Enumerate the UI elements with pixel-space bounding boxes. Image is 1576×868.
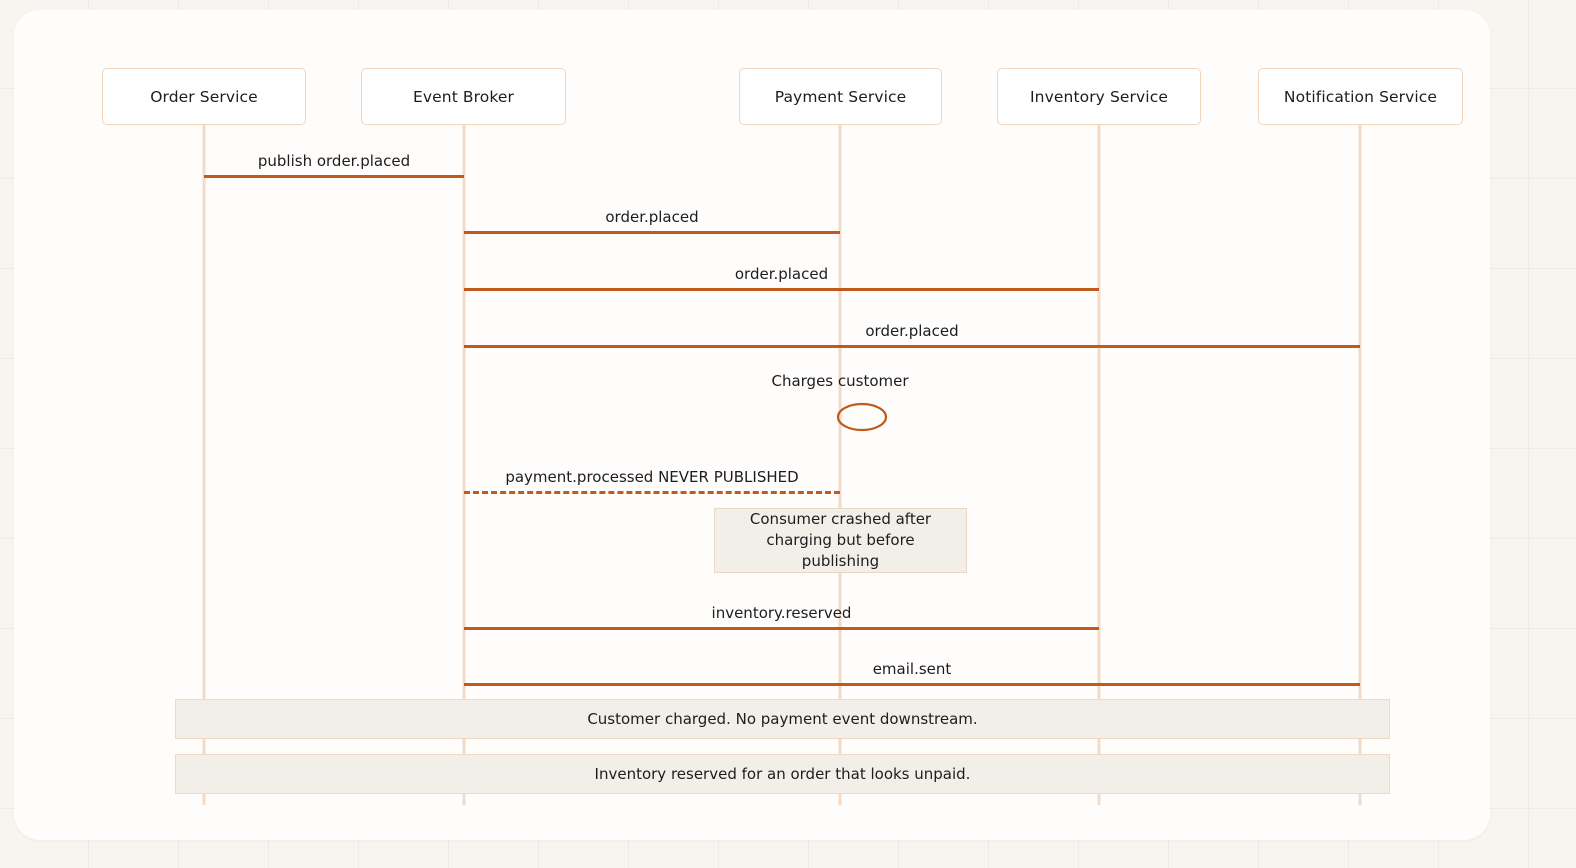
- message-label: order.placed: [865, 322, 959, 340]
- message-0[interactable]: publish order.placed: [204, 152, 464, 178]
- note-line-2: charging but before publishing: [766, 530, 915, 571]
- message-3[interactable]: order.placed: [464, 322, 1360, 348]
- message-label: publish order.placed: [257, 152, 411, 170]
- participant-box-2[interactable]: Payment Service: [739, 68, 942, 125]
- message-label: order.placed: [605, 208, 699, 226]
- participant-box-4[interactable]: Notification Service: [1258, 68, 1463, 125]
- lifeline-1: [462, 125, 466, 805]
- message-arrow-2: [464, 288, 1099, 291]
- banner-note-text: Customer charged. No payment event downs…: [587, 710, 978, 728]
- message-label: order.placed: [734, 265, 829, 283]
- participant-box-3[interactable]: Inventory Service: [997, 68, 1201, 125]
- self-message-label: Charges customer: [771, 372, 909, 390]
- message-arrow-6: [464, 683, 1360, 686]
- participant-label: Inventory Service: [1030, 87, 1168, 106]
- message-arrow-3: [464, 345, 1360, 348]
- message-label: payment.processed NEVER PUBLISHED: [505, 468, 799, 486]
- banner-note-text: Inventory reserved for an order that loo…: [594, 765, 971, 783]
- participant-box-0[interactable]: Order Service: [102, 68, 306, 125]
- participant-box-1[interactable]: Event Broker: [361, 68, 566, 125]
- message-6[interactable]: email.sent: [464, 660, 1360, 686]
- message-arrow-5: [464, 627, 1099, 630]
- participant-label: Order Service: [150, 87, 258, 106]
- message-arrow-4: [464, 491, 840, 494]
- lifeline-0: [202, 125, 206, 805]
- lifeline-4: [1358, 125, 1362, 805]
- participant-label: Notification Service: [1283, 87, 1438, 106]
- note-box: Consumer crashed after charging but befor…: [714, 508, 967, 573]
- message-label: email.sent: [872, 660, 952, 678]
- note-text: Consumer crashed after charging but befor…: [727, 509, 954, 573]
- message-arrow-0: [204, 175, 464, 178]
- banner-note-1: Inventory reserved for an order that loo…: [175, 754, 1390, 794]
- banner-note-0: Customer charged. No payment event downs…: [175, 699, 1390, 739]
- lifeline-2: [838, 125, 842, 805]
- message-1[interactable]: order.placed: [464, 208, 840, 234]
- participant-label: Event Broker: [412, 87, 514, 106]
- participant-label: Payment Service: [774, 87, 907, 106]
- message-4[interactable]: payment.processed NEVER PUBLISHED: [464, 468, 840, 494]
- lifeline-3: [1097, 125, 1101, 805]
- self-message-loop[interactable]: [830, 397, 900, 437]
- message-arrow-1: [464, 231, 840, 234]
- message-label: inventory.reserved: [711, 604, 852, 622]
- message-2[interactable]: order.placed: [464, 265, 1099, 291]
- message-5[interactable]: inventory.reserved: [464, 604, 1099, 630]
- note-line-1: Consumer crashed after: [749, 509, 932, 528]
